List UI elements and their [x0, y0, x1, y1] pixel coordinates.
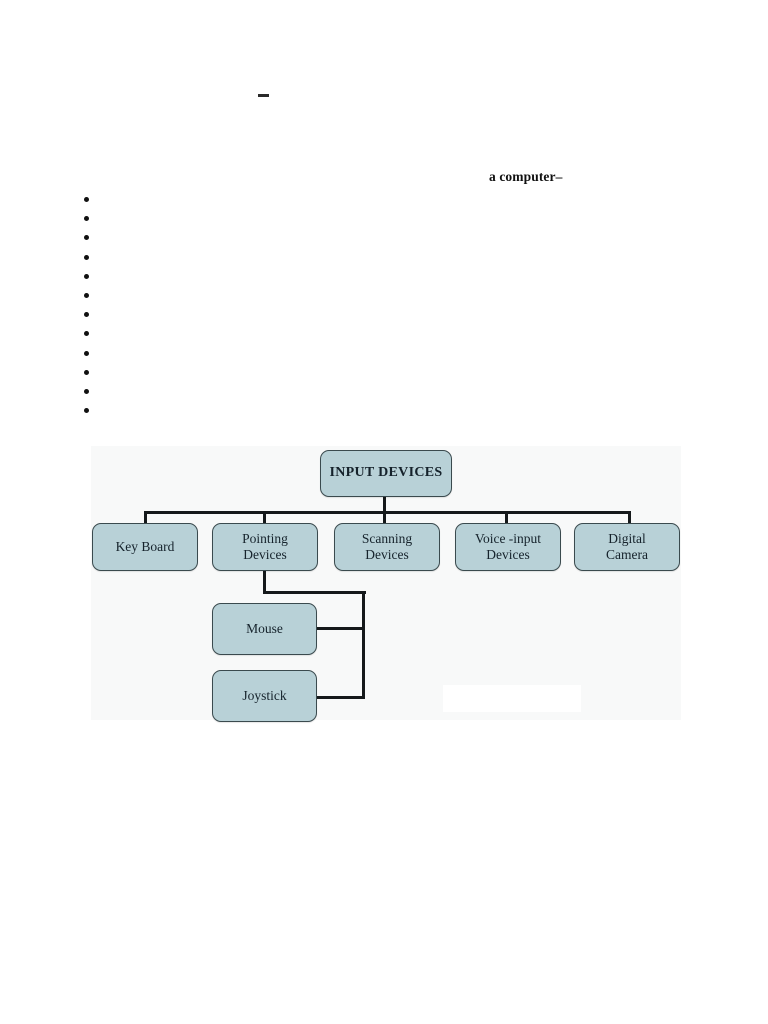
node-pointing-devices[interactable]: Pointing Devices — [212, 523, 318, 571]
node-voice-input-devices[interactable]: Voice -input Devices — [455, 523, 561, 571]
connector-sub-vertical — [362, 591, 366, 699]
connector-root-stem — [383, 496, 387, 514]
list-item — [84, 305, 504, 324]
input-devices-hierarchy-diagram: INPUT DEVICES Key Board Pointing Devices… — [91, 446, 681, 722]
connector-drop-pointing-devices — [263, 511, 267, 524]
connector-sub-bus — [263, 591, 366, 595]
list-item — [84, 209, 504, 228]
list-item — [84, 401, 504, 420]
node-label: Voice -input Devices — [474, 531, 542, 562]
list-item — [84, 382, 504, 401]
node-label: Mouse — [246, 621, 283, 637]
node-label: INPUT DEVICES — [329, 465, 443, 481]
connector-pointing-stem — [263, 570, 267, 594]
connector-drop-digital-camera — [628, 511, 632, 524]
node-label: Joystick — [242, 688, 287, 704]
list-item — [84, 228, 504, 247]
bullet-list — [84, 190, 504, 420]
connector-drop-voice-input-devices — [505, 511, 509, 524]
node-digital-camera[interactable]: Digital Camera — [574, 523, 680, 571]
connector-main-bus — [144, 511, 631, 515]
list-item — [84, 190, 504, 209]
list-item — [84, 286, 504, 305]
node-key-board[interactable]: Key Board — [92, 523, 198, 571]
node-label: Scanning Devices — [361, 531, 413, 562]
connector-arm-joystick — [316, 696, 365, 700]
node-input-devices[interactable]: INPUT DEVICES — [320, 450, 452, 497]
node-label: Key Board — [115, 539, 175, 555]
connector-drop-scanning-devices — [383, 511, 387, 524]
list-item — [84, 324, 504, 343]
node-joystick[interactable]: Joystick — [212, 670, 317, 722]
node-scanning-devices[interactable]: Scanning Devices — [334, 523, 440, 571]
list-item — [84, 344, 504, 363]
list-item — [84, 363, 504, 382]
connector-arm-mouse — [316, 627, 365, 631]
stray-dash-mark: – — [258, 94, 269, 97]
node-label: Digital Camera — [606, 531, 648, 562]
node-mouse[interactable]: Mouse — [212, 603, 317, 655]
blank-overlay-patch — [443, 685, 581, 712]
list-item — [84, 248, 504, 267]
node-label: Pointing Devices — [242, 531, 288, 562]
text-fragment: a computer– — [489, 169, 563, 184]
connector-drop-keyboard — [144, 511, 148, 524]
list-item — [84, 267, 504, 286]
